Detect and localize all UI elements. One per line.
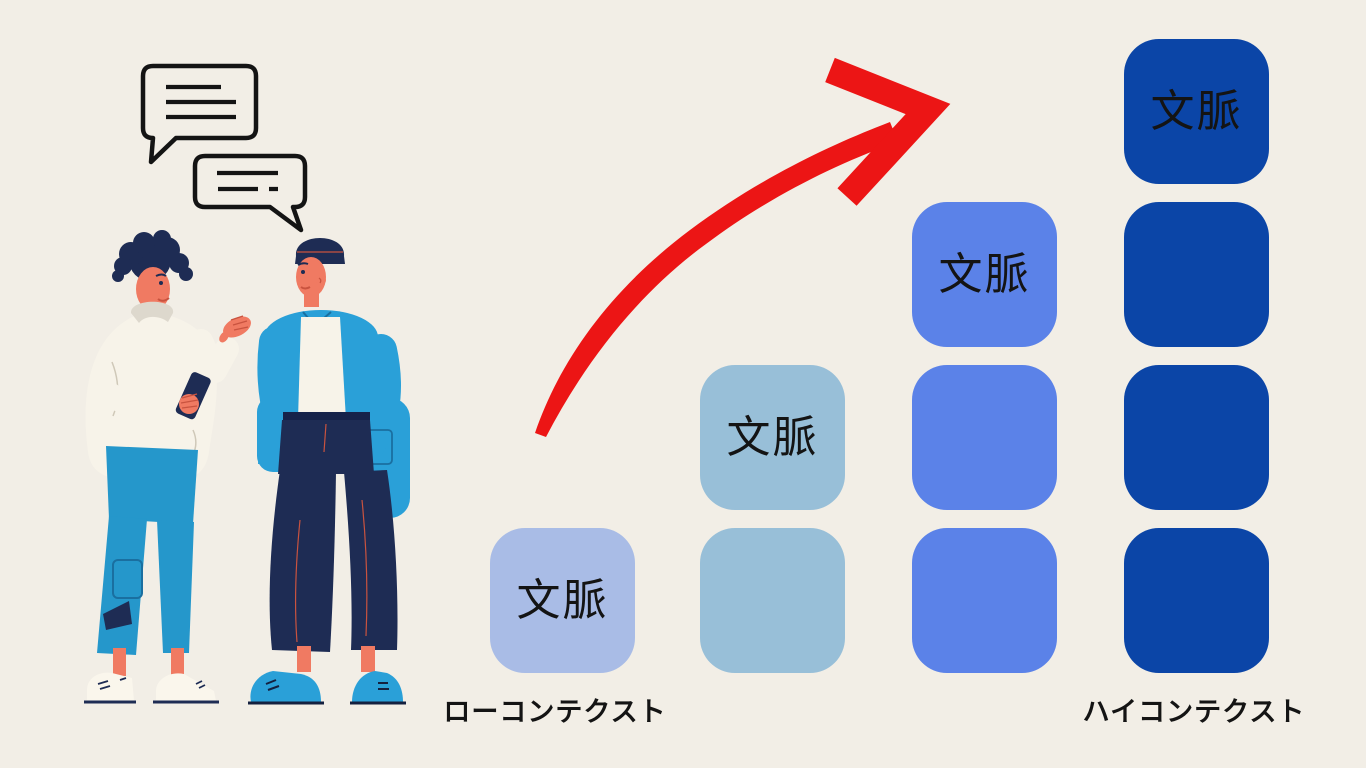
context-block-text: 文脈	[516, 574, 609, 626]
context-block	[1124, 202, 1269, 347]
context-block-labeled: 文脈	[490, 528, 635, 673]
person-right	[248, 238, 410, 705]
column-context-level-1: 文脈	[490, 528, 635, 673]
person-left-hoodie	[85, 311, 217, 480]
context-block-text: 文脈	[726, 411, 819, 463]
person-left	[84, 230, 251, 704]
person-left-pants	[97, 446, 198, 655]
context-block	[912, 365, 1057, 510]
context-block	[700, 528, 845, 673]
person-left-lower-sleeve	[97, 381, 180, 426]
person-right-shoes	[250, 671, 403, 702]
person-left-hood	[130, 301, 174, 323]
column-context-level-2: 文脈	[700, 365, 845, 673]
speech-bubble-1	[140, 63, 259, 165]
low-context-label: ローコンテクスト	[443, 697, 667, 728]
context-block-text: 文脈	[938, 248, 1031, 300]
person-right-tshirt	[298, 317, 346, 420]
context-block-labeled: 文脈	[1124, 39, 1269, 184]
speech-bubbles-icon	[140, 63, 308, 233]
context-block-labeled: 文脈	[700, 365, 845, 510]
context-block	[1124, 365, 1269, 510]
growth-arrow-curve	[535, 122, 898, 437]
illustration-two-people-talking	[84, 63, 410, 705]
person-left-open-hand	[219, 316, 251, 343]
column-context-level-3: 文脈	[912, 202, 1057, 673]
context-block-labeled: 文脈	[912, 202, 1057, 347]
person-right-beanie	[295, 238, 345, 264]
high-context-label: ハイコンテクスト	[1082, 697, 1306, 728]
context-block	[1124, 528, 1269, 673]
person-right-face	[296, 257, 326, 297]
person-left-hair	[112, 230, 193, 282]
growth-arrow-icon	[535, 57, 951, 437]
person-left-phone-hand	[179, 394, 199, 414]
column-context-level-4: 文脈	[1124, 39, 1269, 673]
context-block-text: 文脈	[1150, 85, 1243, 137]
person-right-pants	[269, 412, 398, 652]
speech-bubble-1-lines	[166, 84, 236, 120]
person-left-raised-sleeve	[189, 329, 239, 383]
growth-arrow-head	[825, 57, 951, 206]
speech-bubble-2-lines	[217, 170, 278, 192]
speech-bubble-2	[192, 153, 308, 233]
context-block	[912, 528, 1057, 673]
